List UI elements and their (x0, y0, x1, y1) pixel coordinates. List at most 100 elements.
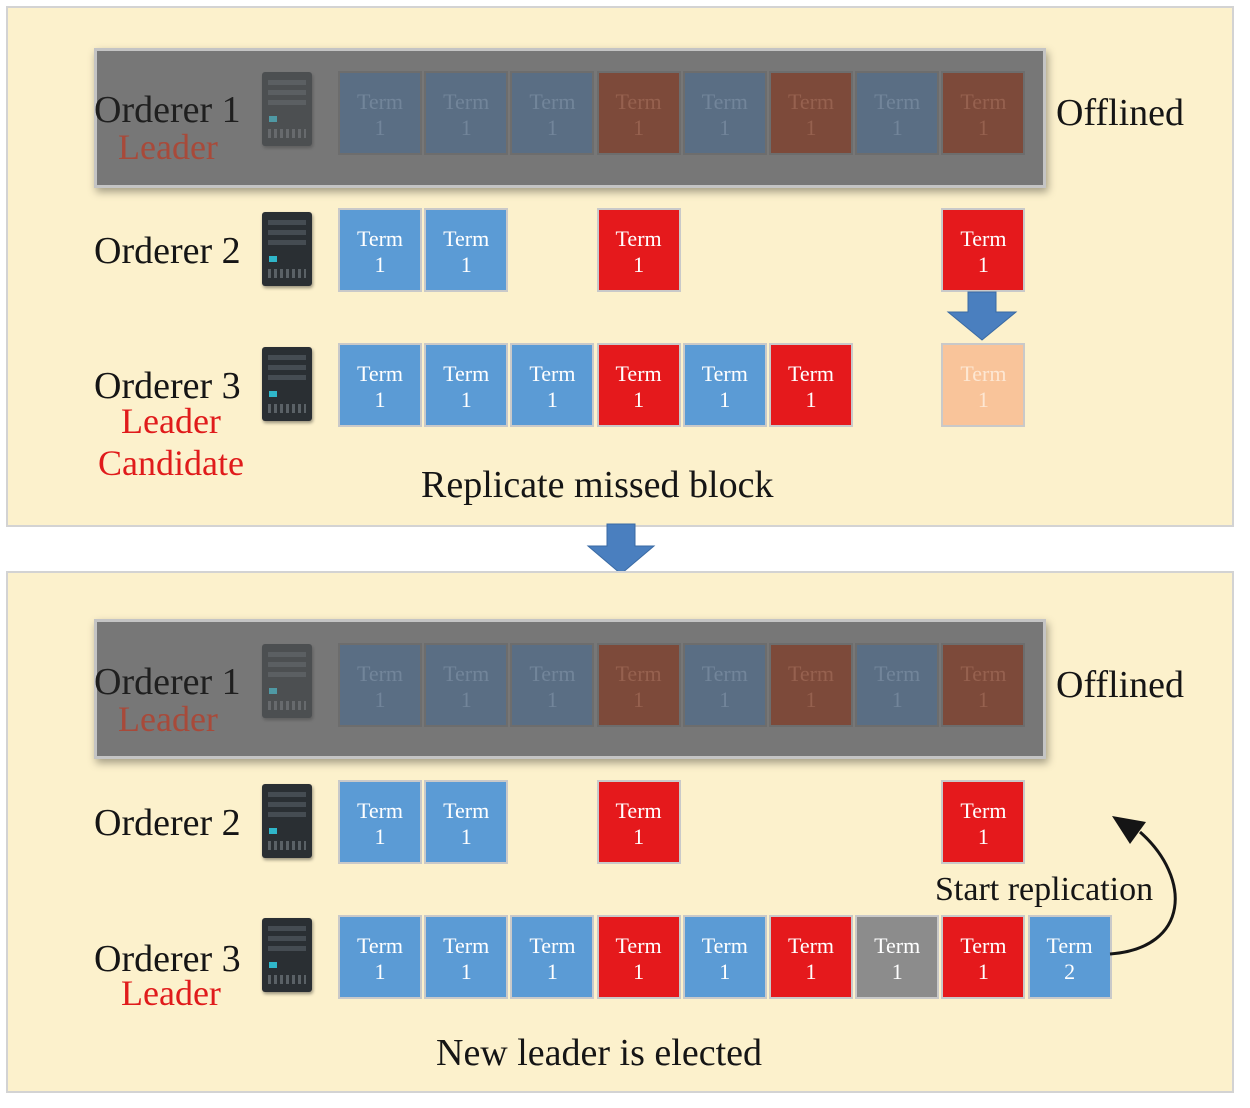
term-label: Term (356, 661, 404, 686)
orderer3-name: Orderer 3 (94, 365, 241, 407)
term-label: Term (787, 933, 835, 958)
term-number: 1 (977, 687, 989, 712)
term-label: Term (356, 933, 404, 958)
term-label: Term (960, 798, 1007, 823)
term-number: 1 (891, 959, 903, 984)
term-number: 1 (633, 115, 645, 140)
orderer3-role: Leader (121, 973, 221, 1013)
term-label: Term (960, 361, 1007, 386)
term-label: Term (960, 226, 1007, 251)
term-number: 1 (891, 687, 903, 712)
term-number: 1 (633, 387, 645, 412)
term-number: 1 (977, 387, 989, 412)
term-number: 1 (633, 687, 645, 712)
term-number: 1 (805, 959, 817, 984)
term-label: Term (787, 361, 835, 386)
term-number: 1 (891, 115, 903, 140)
term-label: Term (874, 661, 921, 686)
term-label: Term (787, 89, 835, 114)
term-label: Term (356, 798, 404, 823)
term-label: Term (615, 933, 662, 958)
down-arrow-icon (586, 523, 656, 575)
term-label: Term (529, 933, 576, 958)
term-label: Term (443, 933, 490, 958)
server-icon (262, 347, 312, 421)
term-number: 1 (719, 959, 731, 984)
term-label: Term (356, 89, 404, 114)
orderer1-name: Orderer 1 (94, 89, 241, 131)
term-label: Term (615, 661, 662, 686)
term-label: Term (615, 226, 662, 251)
term-number: 1 (719, 687, 731, 712)
term-label: Term (443, 661, 490, 686)
term-label: Term (615, 798, 662, 823)
term-number: 1 (460, 959, 472, 984)
orderer2-name: Orderer 2 (94, 230, 241, 272)
term-label: Term (443, 798, 490, 823)
curved-arrow-icon (1109, 816, 1177, 956)
term-label: Term (701, 361, 748, 386)
term-number: 1 (460, 687, 472, 712)
orderer1-status: Offlined (1056, 92, 1185, 134)
top-caption: Replicate missed block (421, 464, 774, 506)
term-label: Term (960, 661, 1007, 686)
term-label: Term (960, 933, 1007, 958)
server-icon (262, 644, 312, 718)
term-label: Term (874, 933, 921, 958)
term-label: Term (529, 361, 576, 386)
term-label: Term (787, 661, 835, 686)
term-number: 1 (805, 387, 817, 412)
term-number: 1 (546, 115, 558, 140)
term-number: 1 (719, 387, 731, 412)
bottom-caption: New leader is elected (436, 1032, 762, 1074)
down-arrow-icon (946, 291, 1018, 341)
term-number: 1 (546, 959, 558, 984)
orderer3-role-line2: Candidate (98, 443, 244, 483)
term-number: 1 (460, 387, 472, 412)
term-number: 1 (374, 387, 386, 412)
term-number: 1 (805, 115, 817, 140)
term-label: Term (615, 89, 662, 114)
term-number: 1 (977, 959, 989, 984)
term-number: 1 (374, 252, 386, 277)
server-icon (262, 212, 312, 286)
orderer1-name: Orderer 1 (94, 661, 241, 703)
server-icon (262, 918, 312, 992)
term-label: Term (701, 661, 748, 686)
term-number: 1 (633, 252, 645, 277)
term-label: Term (1046, 933, 1093, 958)
term-number: 1 (460, 824, 472, 849)
start-replication-label: Start replication (935, 871, 1154, 908)
term-label: Term (443, 226, 490, 251)
term-number: 1 (805, 687, 817, 712)
term-number: 1 (374, 115, 386, 140)
